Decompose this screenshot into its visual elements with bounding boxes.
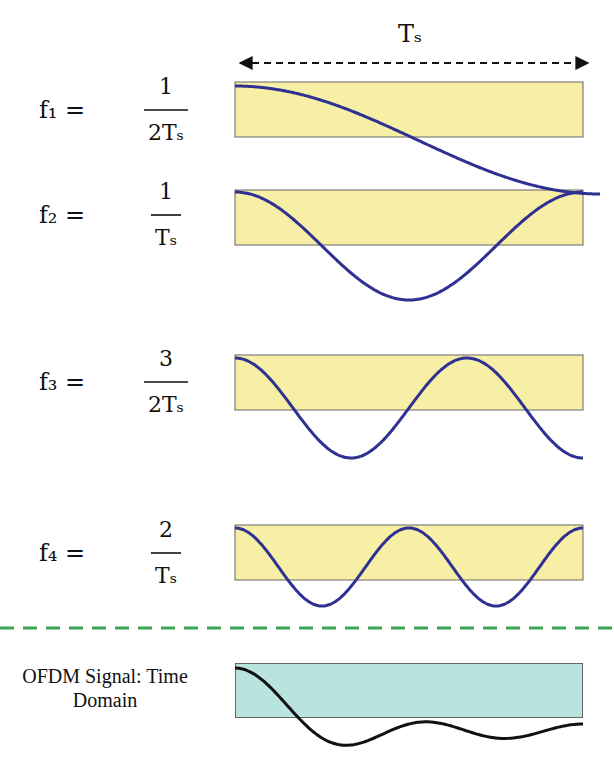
- fraction-bar: [151, 552, 181, 554]
- period-arrow: [240, 62, 588, 64]
- fraction-bar: [151, 214, 181, 216]
- fraction-numerator: 2: [159, 519, 173, 541]
- frequency-symbol: f₃ =: [39, 370, 85, 394]
- frequency-symbol: f₄ =: [39, 541, 85, 565]
- subcarrier-wave: [235, 528, 583, 606]
- symbol-window: [235, 525, 583, 580]
- fraction-numerator: 1: [159, 181, 173, 203]
- fraction-numerator: 1: [159, 76, 173, 98]
- frequency-symbol: f₂ =: [39, 203, 85, 227]
- period-label: Tₛ: [398, 22, 422, 46]
- subcarrier-wave: [235, 86, 600, 194]
- signal-box: OFDM Signal: Time Domain: [235, 663, 583, 718]
- frequency-symbol: f₁ =: [39, 98, 85, 122]
- separator-line: [0, 627, 614, 630]
- subcarrier-wave: [235, 358, 583, 458]
- signal-heading: OFDM Signal: Time Domain: [5, 664, 205, 712]
- fraction-bar: [144, 381, 188, 383]
- fraction-denominator: 2Tₛ: [148, 122, 184, 144]
- fraction-numerator: 3: [159, 348, 173, 370]
- fraction-denominator: Tₛ: [155, 565, 177, 587]
- fraction-denominator: Tₛ: [155, 227, 177, 249]
- symbol-window: [235, 190, 583, 245]
- fraction-denominator: 2Tₛ: [148, 394, 184, 416]
- ofdm-waveform-line: [235, 668, 583, 745]
- subcarrier-wave: [235, 192, 583, 300]
- fraction-bar: [144, 109, 188, 111]
- ofdm-waveform: [235, 663, 583, 757]
